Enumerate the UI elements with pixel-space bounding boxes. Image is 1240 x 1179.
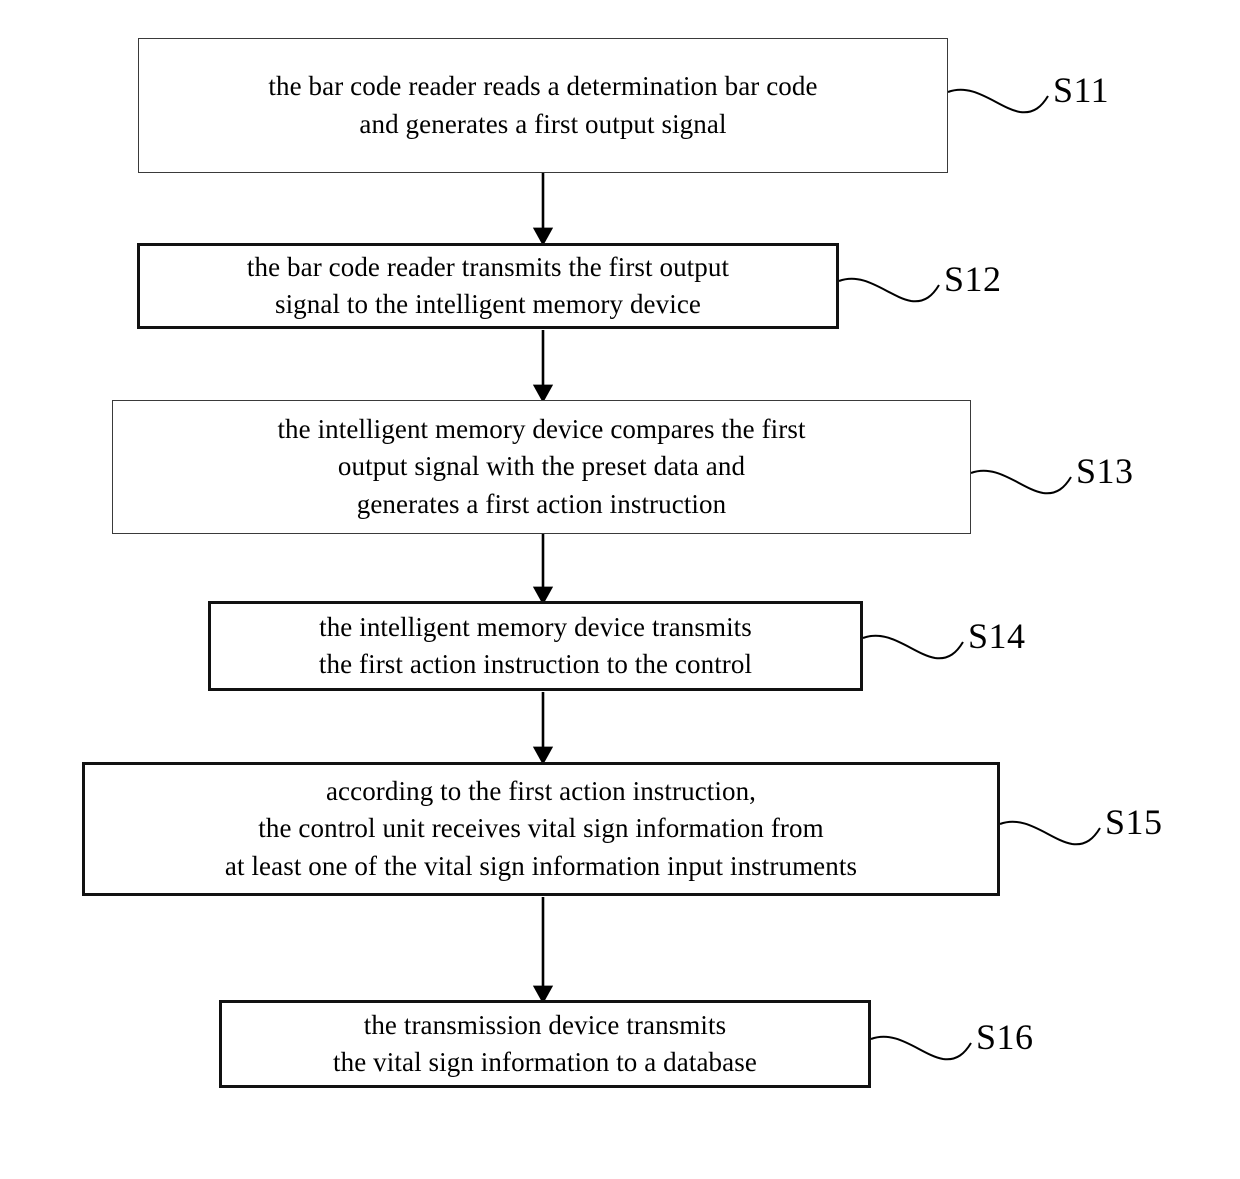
step-label-s13: S13 bbox=[1076, 451, 1134, 491]
flow-node-s14-text: the intelligent memory device transmits … bbox=[318, 611, 753, 679]
flow-node-s12-text: the bar code reader transmits the first … bbox=[246, 251, 730, 319]
flow-node-s11[interactable]: the bar code reader reads a determinatio… bbox=[138, 38, 948, 173]
flow-node-s13-text: the intelligent memory device compares t… bbox=[277, 414, 806, 519]
step-label-s16: S16 bbox=[976, 1017, 1034, 1057]
flow-node-s15-text: according to the first action instructio… bbox=[224, 776, 858, 881]
flow-node-s14[interactable]: the intelligent memory device transmits … bbox=[208, 601, 863, 691]
leader-line-s12 bbox=[838, 277, 940, 303]
leader-line-s15 bbox=[999, 820, 1101, 846]
flow-node-s15[interactable]: according to the first action instructio… bbox=[82, 762, 1000, 896]
flow-node-s11-text: the bar code reader reads a determinatio… bbox=[268, 71, 818, 139]
step-label-s11: S11 bbox=[1053, 70, 1110, 110]
step-label-s14: S14 bbox=[968, 616, 1026, 656]
flow-node-s12[interactable]: the bar code reader transmits the first … bbox=[137, 243, 839, 329]
leader-line-s14 bbox=[862, 634, 964, 660]
flow-node-s16[interactable]: the transmission device transmits the vi… bbox=[219, 1000, 871, 1088]
step-label-s12: S12 bbox=[944, 259, 1002, 299]
flow-node-s16-text: the transmission device transmits the vi… bbox=[333, 1009, 757, 1077]
leader-line-s11 bbox=[947, 88, 1049, 114]
step-label-s15: S15 bbox=[1105, 802, 1163, 842]
leader-line-s13 bbox=[970, 469, 1072, 495]
leader-line-s16 bbox=[870, 1035, 972, 1061]
flow-node-s13[interactable]: the intelligent memory device compares t… bbox=[112, 400, 971, 534]
